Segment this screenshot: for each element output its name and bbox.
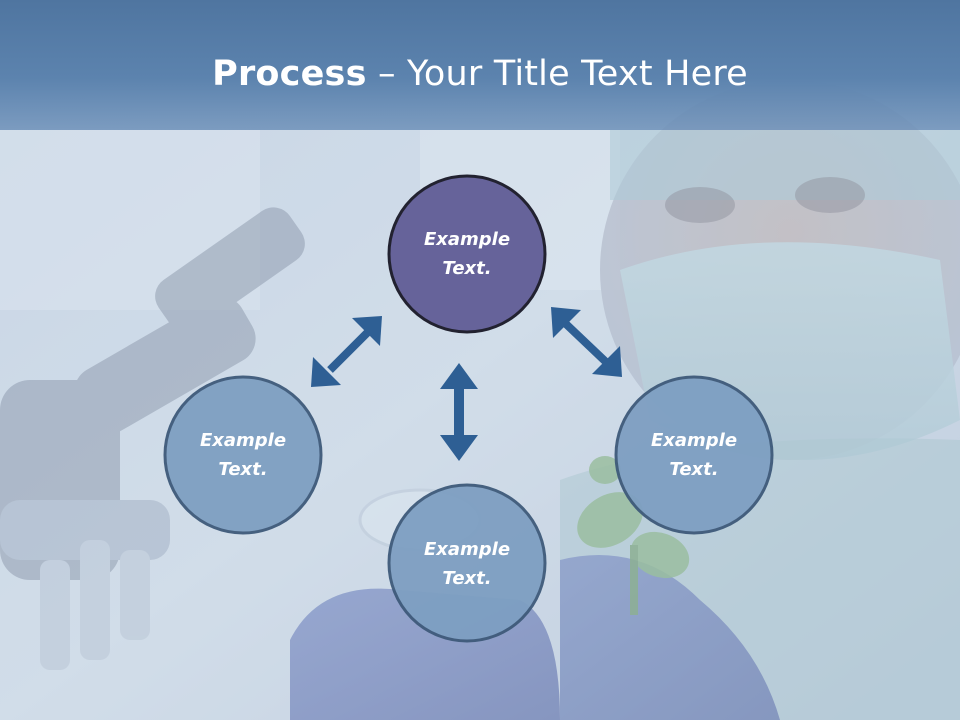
node-top-line2: Text. (442, 258, 492, 279)
node-right-line1: Example (650, 430, 738, 451)
node-left-line1: Example (199, 430, 287, 451)
node-top-circle (387, 174, 547, 334)
node-bottom-line1: Example (423, 539, 511, 560)
node-bottom-label: Example Text. (397, 535, 537, 593)
node-left-circle (163, 375, 323, 535)
title-band (0, 0, 960, 130)
node-bottom-circle (387, 483, 547, 643)
node-top-line1: Example (423, 229, 511, 250)
title-rest-part: – Your Title Text Here (366, 54, 748, 94)
arrow-top-left (311, 316, 382, 387)
arrow-top-right (551, 307, 622, 377)
node-bottom-line2: Text. (442, 568, 492, 589)
node-top-label: Example Text. (397, 225, 537, 283)
node-right-line2: Text. (669, 459, 719, 480)
node-right-circle (614, 375, 774, 535)
title-bold-part: Process (212, 54, 367, 94)
node-left-line2: Text. (218, 459, 268, 480)
arrow-vertical (440, 363, 478, 461)
slide-title: Process – Your Title Text Here (0, 52, 960, 96)
node-left-label: Example Text. (173, 426, 313, 484)
node-right-label: Example Text. (624, 426, 764, 484)
